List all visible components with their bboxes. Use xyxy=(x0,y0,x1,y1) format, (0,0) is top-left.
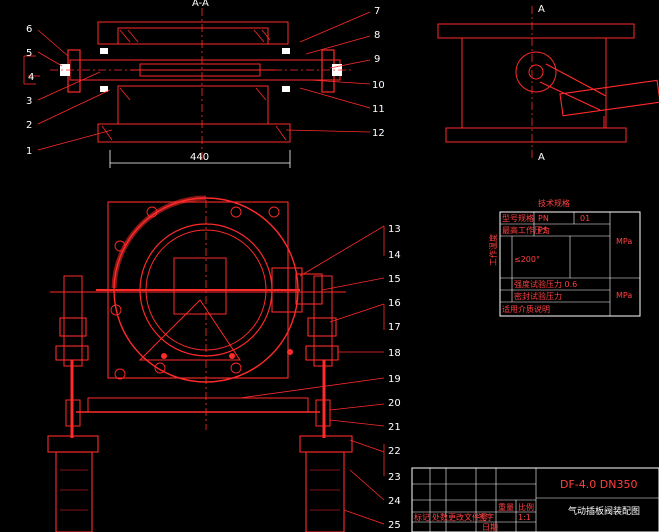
spec-row-value: PS xyxy=(538,226,548,235)
title-row-label: 签字 xyxy=(478,512,494,522)
part-number: 23 xyxy=(388,472,401,483)
view-mark-top: A xyxy=(538,4,545,15)
part-number: 9 xyxy=(374,54,380,65)
part-number: 7 xyxy=(374,6,380,17)
unit-label: MPa xyxy=(616,291,632,300)
title-row-label: 日期 xyxy=(482,523,498,532)
unit-label: MPa xyxy=(616,237,632,246)
leaders-front xyxy=(239,225,385,525)
spec-row-value: ≤200° xyxy=(514,255,540,264)
part-number: 2 xyxy=(26,120,32,131)
part-number: 4 xyxy=(28,72,34,83)
part-number: 16 xyxy=(388,298,401,309)
part-number: 22 xyxy=(388,446,401,457)
part-number: 18 xyxy=(388,348,401,359)
part-number: 15 xyxy=(388,274,401,285)
scale-label: 比例 xyxy=(518,502,534,512)
spec-table-title: 技术规格 xyxy=(538,198,570,208)
drawing-code: DF-4.0 DN350 xyxy=(560,478,637,491)
part-number: 1 xyxy=(26,146,32,157)
spec-row-label: 强度试验压力 0.6 xyxy=(514,279,577,289)
part-number: 24 xyxy=(388,496,401,507)
front-view xyxy=(47,195,353,532)
part-number: 19 xyxy=(388,374,401,385)
drawing-name: 气动插板阀装配图 xyxy=(568,505,640,517)
part-number: 20 xyxy=(388,398,401,409)
title-row-label: 标记 xyxy=(414,512,430,522)
part-number: 14 xyxy=(388,250,401,261)
title-row-label: 更改文件号 xyxy=(448,512,488,522)
view-mark-bottom: A xyxy=(538,152,545,163)
part-number: 3 xyxy=(26,96,32,107)
leaders-top xyxy=(23,11,371,151)
spec-row-label: 工作温度 xyxy=(488,234,498,266)
part-number: 21 xyxy=(388,422,401,433)
part-number: 12 xyxy=(372,128,385,139)
spec-table: 技术规格 型号规格 PN 01 最高工作压力 PS ≤200° 工作温度 强度试… xyxy=(488,198,641,317)
part-number-labels: 6 5 4 3 2 1 7 8 9 10 11 12 13 14 15 16 1… xyxy=(26,6,401,531)
spec-row-extra: 01 xyxy=(580,214,590,223)
part-number: 10 xyxy=(372,80,385,91)
part-number: 17 xyxy=(388,322,401,333)
spec-row-value: PN xyxy=(538,214,549,223)
part-number: 5 xyxy=(26,48,32,59)
section-mark: A-A xyxy=(192,0,209,9)
title-block: DF-4.0 DN350 气动插板阀装配图 标记 处数 更改文件号 签字 日期 … xyxy=(411,467,659,532)
title-row-label: 处数 xyxy=(432,512,448,522)
side-view: A A xyxy=(437,4,659,163)
part-number: 25 xyxy=(388,520,401,531)
spec-row-label: 型号规格 xyxy=(502,213,534,223)
part-number: 6 xyxy=(26,24,32,35)
spec-row-label: 最高工作压力 xyxy=(502,225,550,235)
part-number: 8 xyxy=(374,30,380,41)
section-view: A-A 4 xyxy=(50,0,352,168)
spec-row-label: 密封试验压力 xyxy=(514,291,562,301)
dimension-width: 440 xyxy=(190,152,209,163)
part-number: 13 xyxy=(388,224,401,235)
scale-value: 1:1 xyxy=(518,513,531,522)
weight-label: 重量 xyxy=(498,502,514,512)
part-number: 11 xyxy=(372,104,385,115)
spec-row-label: 适用介质说明 xyxy=(502,304,550,314)
